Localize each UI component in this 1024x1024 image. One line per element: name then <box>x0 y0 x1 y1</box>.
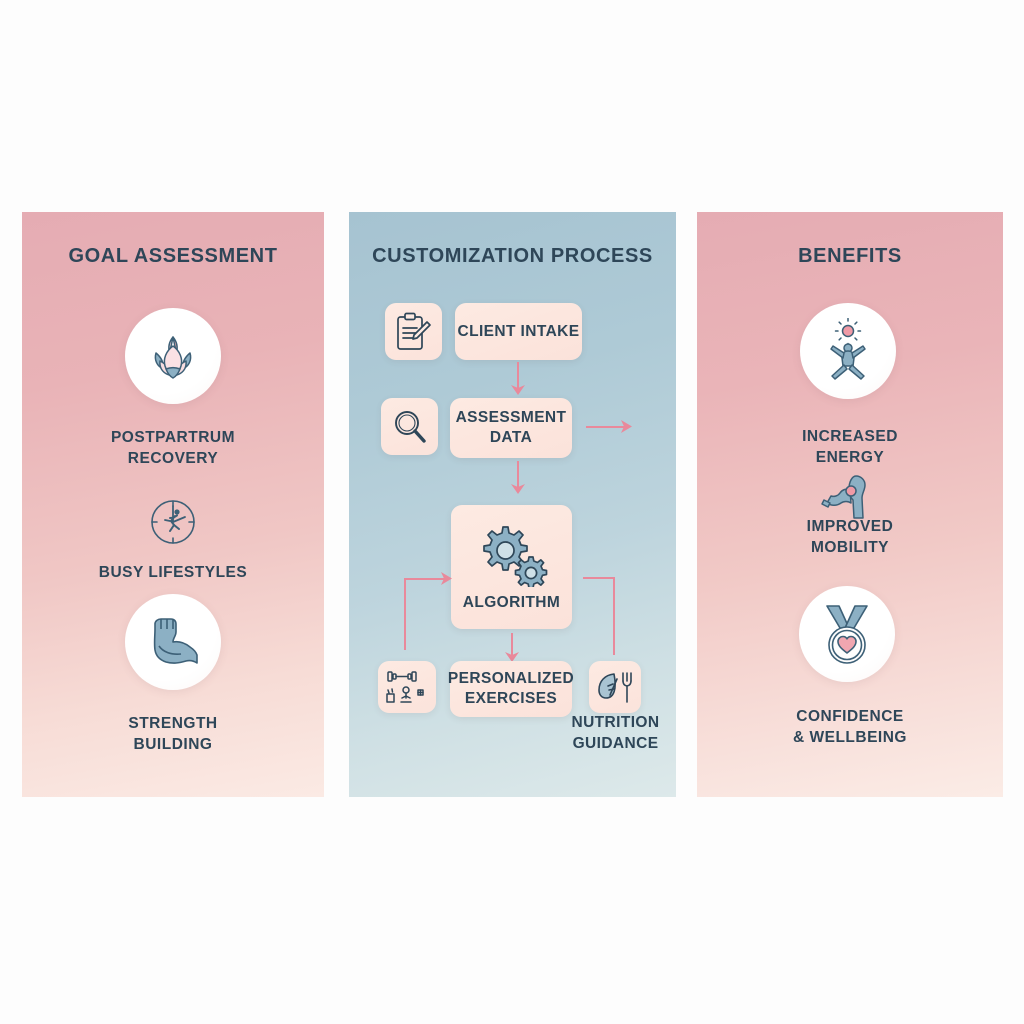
node-icon-assessment-data <box>381 398 438 455</box>
node-label-line1: ASSESSMENT <box>455 409 567 426</box>
arrowhead-algorithm-to-exercises <box>505 652 519 662</box>
badge-strength-building <box>125 594 221 690</box>
item-label-line1: INCREASED <box>802 428 898 445</box>
arrowhead-assessment-to-algorithm <box>511 484 525 494</box>
connector-exercises-up <box>404 578 406 650</box>
badge-increased-energy <box>800 303 896 399</box>
icon-busy-lifestyles-wrap <box>141 490 205 554</box>
node-label-line1: PERSONALIZED <box>447 670 575 687</box>
connector-intake-to-assessment <box>517 362 519 389</box>
node-label-line2: DATA <box>489 429 533 446</box>
arrowhead-assessment-to-benefits <box>621 420 632 433</box>
item-label-line2: ENERGY <box>815 449 885 466</box>
badge-confidence-wellbeing <box>799 586 895 682</box>
item-label-line2: BUILDING <box>133 736 213 753</box>
node-label-line1: NUTRITION <box>571 714 660 731</box>
item-label-line1: CONFIDENCE <box>796 708 904 725</box>
node-label-personalized-exercises: PERSONALIZED EXERCISES <box>448 669 574 709</box>
running-clock-icon <box>151 500 195 544</box>
flexed-biceps-icon <box>153 618 198 664</box>
item-label-strength-building: STRENGTH BUILDING <box>22 713 324 755</box>
arrowhead-exercises-to-algorithm <box>441 572 452 585</box>
item-label-increased-energy: INCREASED ENERGY <box>697 426 1003 468</box>
node-label-assessment-data: ASSESSMENT DATA <box>456 408 567 448</box>
item-label-line1: IMPROVED <box>806 518 894 535</box>
item-label-busy-lifestyles: BUSY LIFESTYLES <box>98 564 248 581</box>
item-label-improved-mobility: IMPROVED MOBILITY <box>697 516 1003 558</box>
connector-assessment-to-benefits <box>586 426 626 428</box>
node-icon-client-intake <box>385 303 442 360</box>
connector-algorithm-to-exercises <box>511 633 513 655</box>
item-label-line2: & WELLBEING <box>793 729 907 746</box>
node-icon-nutrition-guidance <box>589 661 641 713</box>
item-label-line2: MOBILITY <box>810 539 890 556</box>
lotus-icon <box>154 336 192 379</box>
leaf-fork-icon <box>598 672 632 703</box>
joint-mobility-icon <box>821 475 866 519</box>
medal-heart-icon <box>826 605 868 664</box>
panel-title-customization-process: CUSTOMIZATION PROCESS <box>372 245 653 267</box>
icon-improved-mobility-wrap <box>818 473 876 521</box>
node-icon-personalized-exercises <box>378 661 436 713</box>
item-label-postpartum-recovery: POSTPARTRUM RECOVERY <box>22 427 324 469</box>
connector-algorithm-right <box>583 577 615 579</box>
connector-assessment-to-algorithm <box>517 461 519 488</box>
item-label-line2: RECOVERY <box>127 450 219 467</box>
jumping-person-sun-icon <box>830 318 866 380</box>
node-label-client-intake: CLIENT INTAKE <box>457 322 580 340</box>
magnifier-icon <box>394 410 426 443</box>
panel-title-benefits: BENEFITS <box>798 245 902 267</box>
node-assessment-data[interactable]: ASSESSMENT DATA <box>450 398 572 458</box>
node-algorithm[interactable]: ALGORITHM <box>451 505 572 629</box>
node-label-line2: EXERCISES <box>464 690 558 707</box>
node-label-nutrition-guidance: NUTRITION GUIDANCE <box>548 712 683 754</box>
clipboard-pencil-icon <box>396 312 431 350</box>
connector-algorithm-to-nutrition <box>613 577 615 655</box>
node-client-intake[interactable]: CLIENT INTAKE <box>455 303 582 360</box>
arrowhead-intake-to-assessment <box>511 385 525 395</box>
item-label-line1: STRENGTH <box>128 715 218 732</box>
item-label-line1: POSTPARTRUM <box>110 429 236 446</box>
connector-exercises-right <box>404 578 444 580</box>
badge-postpartum-recovery <box>125 308 221 404</box>
node-label-line2: GUIDANCE <box>572 735 659 752</box>
node-personalized-exercises[interactable]: PERSONALIZED EXERCISES <box>448 661 574 717</box>
gears-icon <box>482 526 547 587</box>
item-label-confidence-wellbeing: CONFIDENCE & WELLBEING <box>697 706 1003 748</box>
dumbbell-yoga-icon <box>386 671 424 703</box>
panel-title-goal-assessment: GOAL ASSESSMENT <box>68 245 278 267</box>
node-label-algorithm: ALGORITHM <box>462 594 561 611</box>
